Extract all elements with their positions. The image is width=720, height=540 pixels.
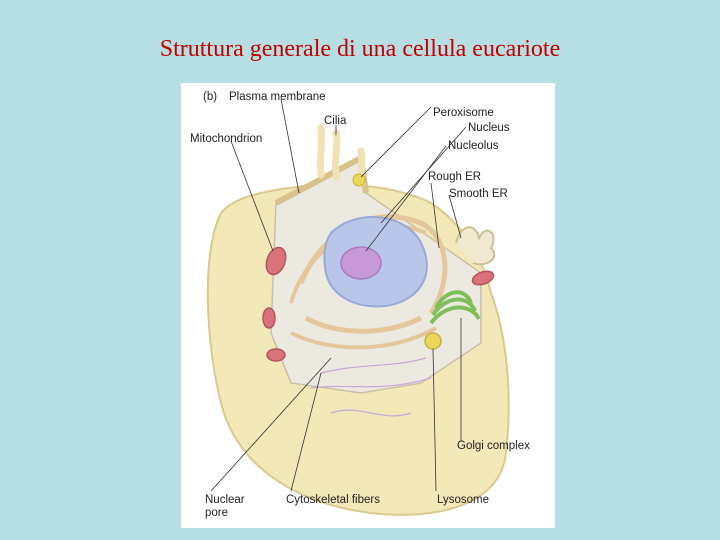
slide-title: Struttura generale di una cellula eucari…	[159, 36, 561, 62]
cytoskeletal-fibers	[310, 377, 432, 389]
golgi-complex	[431, 297, 477, 317]
mitochondrion	[262, 307, 276, 329]
mitochondrion	[265, 246, 287, 276]
label-plasma-membrane: Plasma membrane	[229, 91, 326, 103]
nucleolus	[340, 246, 382, 280]
smooth-er	[455, 226, 496, 266]
label-cilia: Cilia	[324, 115, 347, 127]
golgi-complex	[429, 305, 481, 325]
rough-er	[304, 315, 423, 334]
cell-diagram: (b) Plasma membrane Cilia Mitochondrion …	[181, 83, 555, 528]
lysosome	[424, 332, 442, 350]
mitochondrion	[266, 348, 286, 362]
label-rough-er: Rough ER	[428, 171, 482, 183]
cytoskeletal-fibers	[330, 409, 412, 417]
rough-er	[290, 326, 437, 350]
label-nuclear-pore-line1: Nuclear	[205, 494, 245, 506]
peroxisome	[352, 173, 366, 187]
label-golgi-complex: Golgi complex	[457, 440, 530, 452]
panel-letter: (b)	[203, 91, 218, 103]
leader-line	[360, 106, 432, 178]
label-smooth-er: Smooth ER	[449, 188, 508, 200]
leader-line	[365, 145, 447, 252]
leader-line	[230, 140, 274, 252]
golgi-complex	[434, 290, 473, 310]
label-nuclear-pore-line2: pore	[205, 507, 229, 519]
cilium	[316, 124, 326, 179]
label-mitochondrion: Mitochondrion	[190, 133, 263, 145]
label-nuclear-pore: Nuclear pore	[205, 494, 245, 520]
leader-line	[432, 348, 437, 492]
label-lysosome: Lysosome	[437, 494, 489, 506]
label-nucleus: Nucleus	[468, 122, 510, 134]
cytoskeletal-fibers	[320, 357, 427, 374]
mitochondrion	[471, 270, 495, 286]
leader-line	[290, 372, 322, 492]
label-cytoskeletal-fibers: Cytoskeletal fibers	[286, 494, 380, 506]
leader-line	[210, 357, 332, 492]
leader-line	[448, 194, 462, 239]
cilium	[332, 129, 341, 182]
label-peroxisome: Peroxisome	[433, 107, 494, 119]
cell-illustration	[206, 98, 510, 516]
leader-line	[280, 98, 300, 194]
leader-line	[430, 182, 440, 249]
label-nucleolus: Nucleolus	[448, 140, 499, 152]
